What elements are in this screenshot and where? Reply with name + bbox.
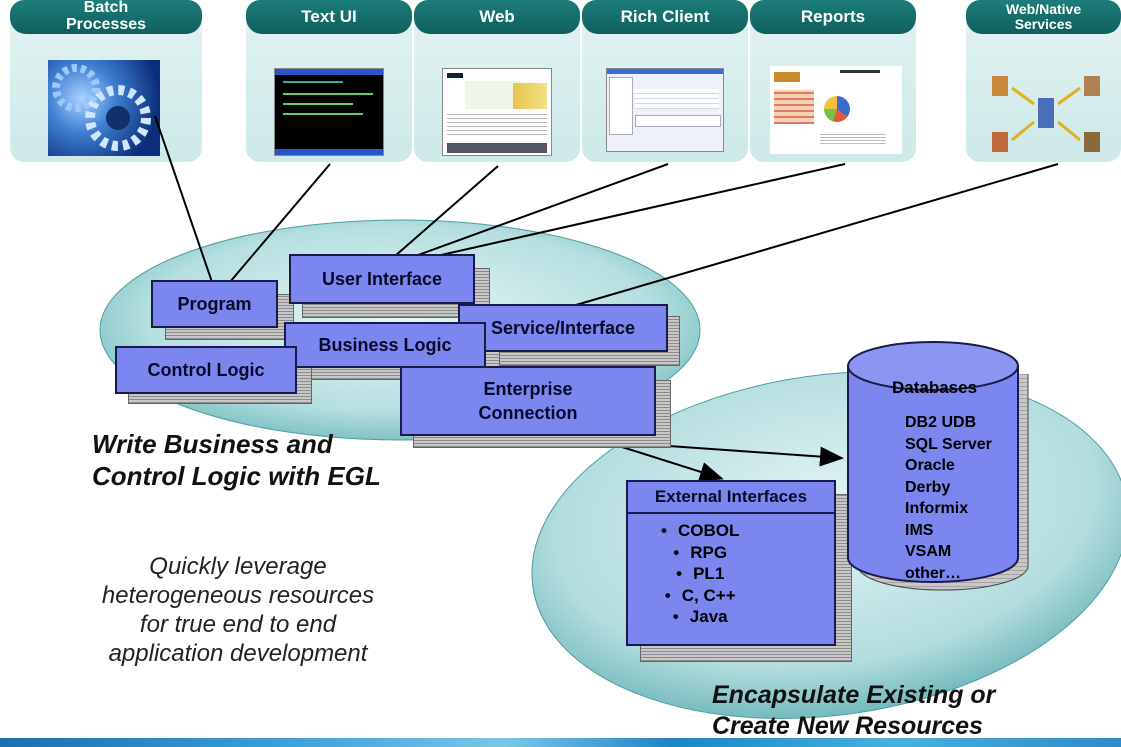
database-item: Informix [905, 500, 969, 517]
external-item: C, C++ [650, 585, 739, 607]
write-logic-caption: Write Business and Control Logic with EG… [92, 429, 381, 491]
databases-list: DB2 UDB SQL Server Oracle Derby Informix… [905, 412, 992, 584]
service-interface-label: Service/Interface [490, 317, 636, 338]
databases-title: Databases [892, 378, 978, 397]
program-label: Program [177, 293, 252, 314]
program-box: Program [151, 280, 278, 328]
bottom-strip [0, 738, 1121, 747]
external-item: Java [650, 606, 739, 628]
panel-reports: Reports [750, 0, 916, 162]
panel-title: Rich Client [582, 0, 748, 34]
enterprise-connection-label: Enterprise Connection [478, 379, 578, 423]
database-item: SQL Server [905, 435, 992, 453]
database-item: Derby [905, 478, 951, 496]
rich-client-screenshot [606, 68, 724, 152]
external-interfaces-box: External Interfaces COBOL RPG PL1 C, C++… [626, 480, 836, 646]
external-item: COBOL [650, 520, 739, 542]
database-item: VSAM [905, 543, 952, 560]
enterprise-connection-box: Enterprise Connection [400, 366, 656, 436]
external-item: PL1 [650, 563, 739, 585]
panel-title: Batch Processes [10, 0, 202, 34]
user-interface-box: User Interface [289, 254, 475, 304]
panel-rich-client: Rich Client [582, 0, 748, 162]
database-cylinder [847, 341, 1029, 591]
database-item: other… [905, 564, 961, 582]
external-interfaces-title: External Interfaces [628, 482, 834, 514]
web-screenshot [442, 68, 552, 156]
database-item: IMS [905, 521, 934, 539]
database-item: DB2 UDB [905, 414, 977, 431]
service-interface-box: Service/Interface [458, 304, 668, 352]
panel-title: Web [414, 0, 580, 34]
panel-title: Web/Native Services [966, 0, 1121, 34]
panel-text-ui: Text UI [246, 0, 412, 162]
panel-batch-processes: Batch Processes [10, 0, 202, 162]
control-logic-label: Control Logic [147, 359, 265, 380]
text-ui-screenshot [274, 68, 384, 156]
business-logic-label: Business Logic [318, 334, 452, 355]
database-item: Oracle [905, 457, 955, 474]
user-interface-label: User Interface [321, 268, 443, 289]
external-item: RPG [650, 542, 739, 564]
reports-screenshot [770, 66, 902, 154]
services-network-illustration [984, 70, 1109, 158]
encapsulate-caption: Encapsulate Existing or Create New Resou… [712, 681, 996, 740]
panel-web-native-services: Web/Native Services [966, 0, 1121, 162]
external-interfaces-list: COBOL RPG PL1 C, C++ Java [650, 520, 739, 628]
gears-icon [48, 60, 160, 156]
business-logic-box: Business Logic [284, 322, 486, 368]
control-logic-box: Control Logic [115, 346, 297, 394]
panel-web: Web [414, 0, 580, 162]
leverage-caption: Quickly leverage heterogeneous resources… [101, 553, 375, 667]
panel-title: Reports [750, 0, 916, 34]
panel-title: Text UI [246, 0, 412, 34]
